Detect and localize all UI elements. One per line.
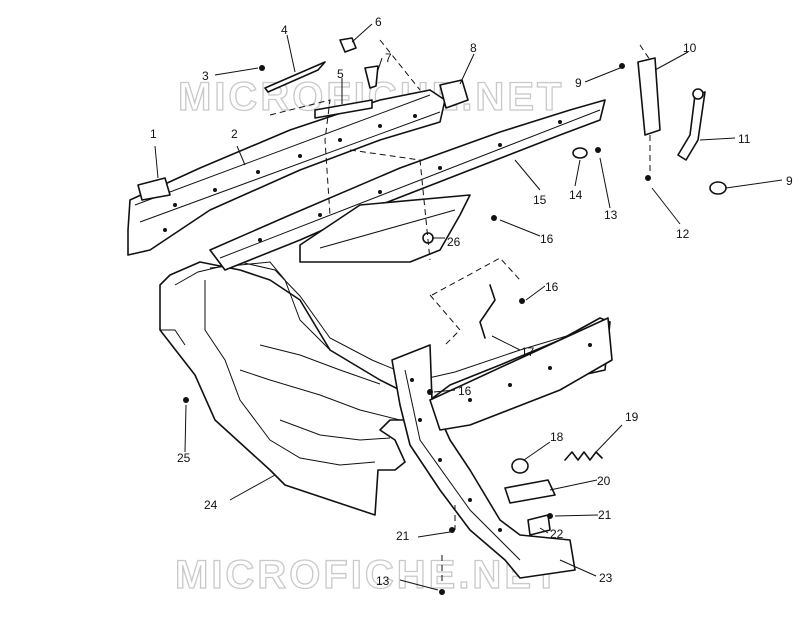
callout-20: 20 [597,474,611,488]
block-8 [439,79,469,109]
callout-24: 24 [204,498,218,512]
inner-plate [299,194,471,263]
bracket-17 [479,284,496,339]
callout-17: 17 [521,345,535,359]
callout-13-upper: 13 [604,208,618,222]
leader-lines [154,23,783,591]
callout-18: 18 [550,430,564,444]
shim-4 [264,61,326,93]
rear-flange [429,317,613,431]
callout-23: 23 [599,571,613,585]
callout-9-right: 9 [786,174,793,188]
callout-labels: 1 2 3 4 5 6 7 8 9 9 10 11 12 13 13 14 15… [150,15,793,588]
plate-5 [314,99,373,119]
spring-19 [564,451,603,461]
callout-26: 26 [447,235,461,249]
clip-22 [527,514,551,536]
bumper-18 [511,458,529,474]
handle-11 [677,88,727,195]
callout-21-left: 21 [396,529,410,543]
callout-2: 2 [231,127,238,141]
strap-10 [637,57,661,136]
front-cross-rail [127,89,446,256]
bolt-7 [364,65,379,89]
fastener-14 [572,147,588,159]
side-rail [209,99,606,271]
callout-1: 1 [150,127,157,141]
callout-16-middle: 16 [545,280,559,294]
callout-16-lower: 16 [458,384,472,398]
callout-12: 12 [676,227,690,241]
callout-4: 4 [281,23,288,37]
callout-19: 19 [625,410,639,424]
callout-9-upper: 9 [575,76,582,90]
callout-21-right: 21 [598,508,612,522]
watermark-bottom: MICROFICHE.NET [175,553,561,597]
callout-16-upper: 16 [540,232,554,246]
fasteners [183,63,651,595]
callout-25: 25 [177,451,191,465]
callout-8: 8 [470,41,477,55]
callout-15: 15 [533,193,547,207]
plate-20 [504,479,556,504]
bracket-1 [137,177,171,201]
assembly-lines [269,39,651,585]
callout-22: 22 [550,527,564,541]
callout-5: 5 [337,67,344,81]
callout-11: 11 [738,132,751,146]
callout-14: 14 [569,188,583,202]
callout-6: 6 [375,15,382,29]
callout-13-lower: 13 [376,574,390,588]
callout-10: 10 [683,41,697,55]
callout-3: 3 [202,69,209,83]
callout-7: 7 [385,51,392,65]
